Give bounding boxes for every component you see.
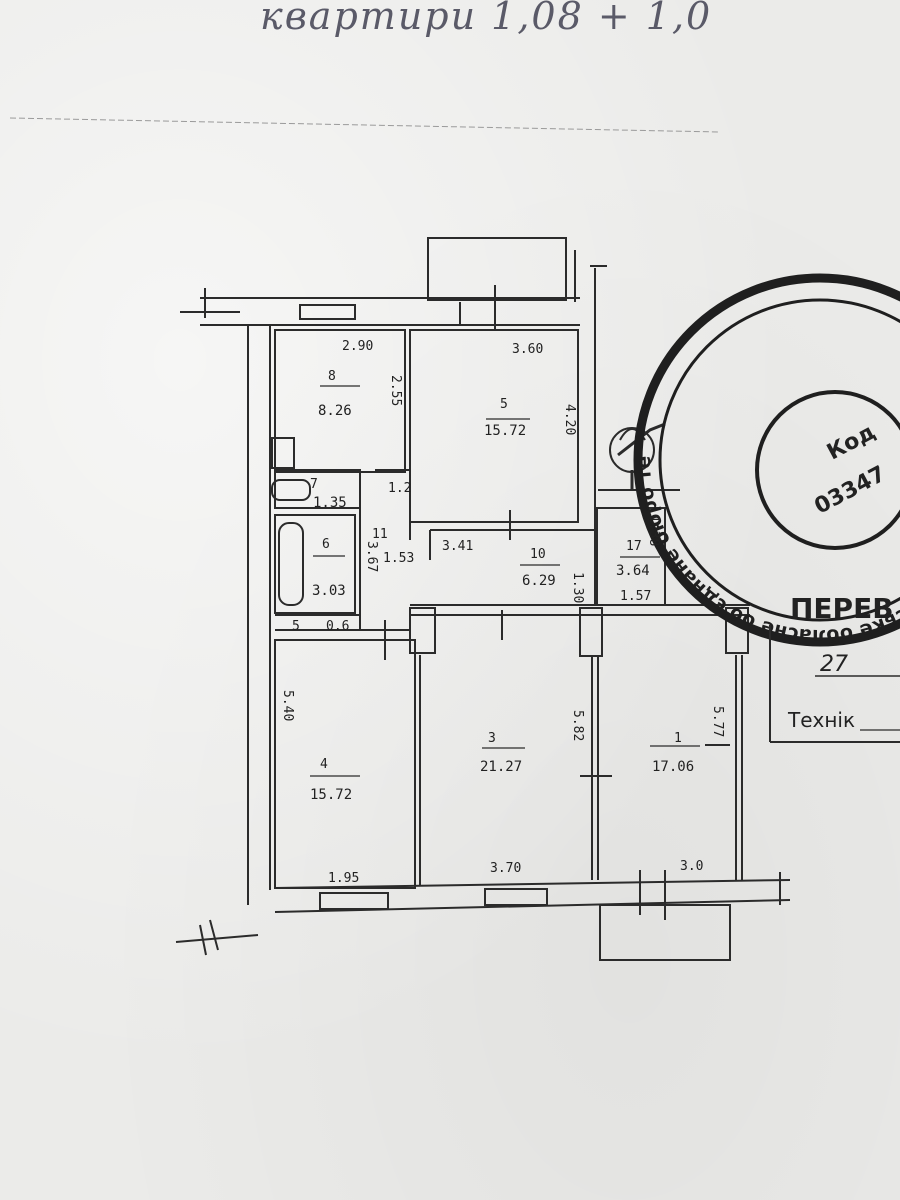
room-17-number: 17 xyxy=(626,539,642,554)
room-4-area: 15.72 xyxy=(310,787,353,803)
room-11-number: 11 xyxy=(372,527,388,542)
window-bottom-left xyxy=(319,892,389,910)
dim-367: 3.67 xyxy=(364,541,379,573)
dim-420: 4.20 xyxy=(562,404,577,436)
window-top-left xyxy=(299,304,356,320)
dim-130: 1.30 xyxy=(570,572,585,604)
dim-577: 5.77 xyxy=(710,706,725,738)
dim-540: 5.40 xyxy=(280,690,295,722)
stamp-inner-ring xyxy=(755,390,900,550)
bottom-balcony xyxy=(599,904,731,961)
dim-30: 3.0 xyxy=(680,859,704,874)
dim-370: 3.70 xyxy=(490,861,522,876)
dim-255: 2.55 xyxy=(388,375,403,407)
room-8-area: 8.26 xyxy=(318,403,352,419)
dim-5: 5 xyxy=(292,619,300,634)
stamp-outer-ring xyxy=(633,273,900,647)
dim-12: 1.2 xyxy=(388,481,412,496)
bathtub-fixture xyxy=(278,522,304,606)
check-box-title: ПЕРЕВ xyxy=(790,592,894,625)
room-1-area: 17.06 xyxy=(652,759,695,775)
room-10-area: 6.29 xyxy=(522,573,556,589)
handwritten-note: квартири 1,08 + 1,0 xyxy=(260,0,713,38)
check-box-technician: Технік xyxy=(788,708,856,732)
dim-06: 0.6 xyxy=(326,619,350,634)
room-6-area: 3.03 xyxy=(312,583,346,599)
dim-157: 1.57 xyxy=(620,589,652,604)
bath-outline xyxy=(274,514,356,614)
sink-fixture xyxy=(271,479,311,501)
room-6-number: 6 xyxy=(322,537,330,552)
dim-360: 3.60 xyxy=(512,342,544,357)
room-5-number: 5 xyxy=(500,397,508,412)
dim-153: 1.53 xyxy=(383,551,415,566)
top-balcony xyxy=(427,237,567,301)
room-8-outline xyxy=(274,329,406,473)
toilet-fixture xyxy=(271,437,295,469)
room-7-area: 1.35 xyxy=(313,495,347,511)
pillar-1 xyxy=(409,607,436,654)
check-box xyxy=(769,625,900,743)
room-5-area: 15.72 xyxy=(484,423,527,439)
room-17-area: 3.64 xyxy=(616,563,650,579)
room-8-number: 8 xyxy=(328,369,336,384)
room-3-number: 3 xyxy=(488,731,496,746)
room-10-number: 10 xyxy=(530,547,546,562)
dim-582: 5.82 xyxy=(570,710,585,742)
dim-138: 1.38 xyxy=(646,515,661,547)
check-box-date: 27 xyxy=(820,652,848,677)
room-1-number: 1 xyxy=(674,731,682,746)
dim-195: 1.95 xyxy=(328,871,360,886)
room-4-outline xyxy=(274,639,416,889)
room-7-number: 7 xyxy=(310,477,318,492)
dim-341: 3.41 xyxy=(442,539,474,554)
room-3-area: 21.27 xyxy=(480,759,523,775)
dim-290: 2.90 xyxy=(342,339,374,354)
window-bottom-middle xyxy=(484,888,548,906)
room-4-number: 4 xyxy=(320,757,328,772)
room-5-outline xyxy=(409,329,579,523)
